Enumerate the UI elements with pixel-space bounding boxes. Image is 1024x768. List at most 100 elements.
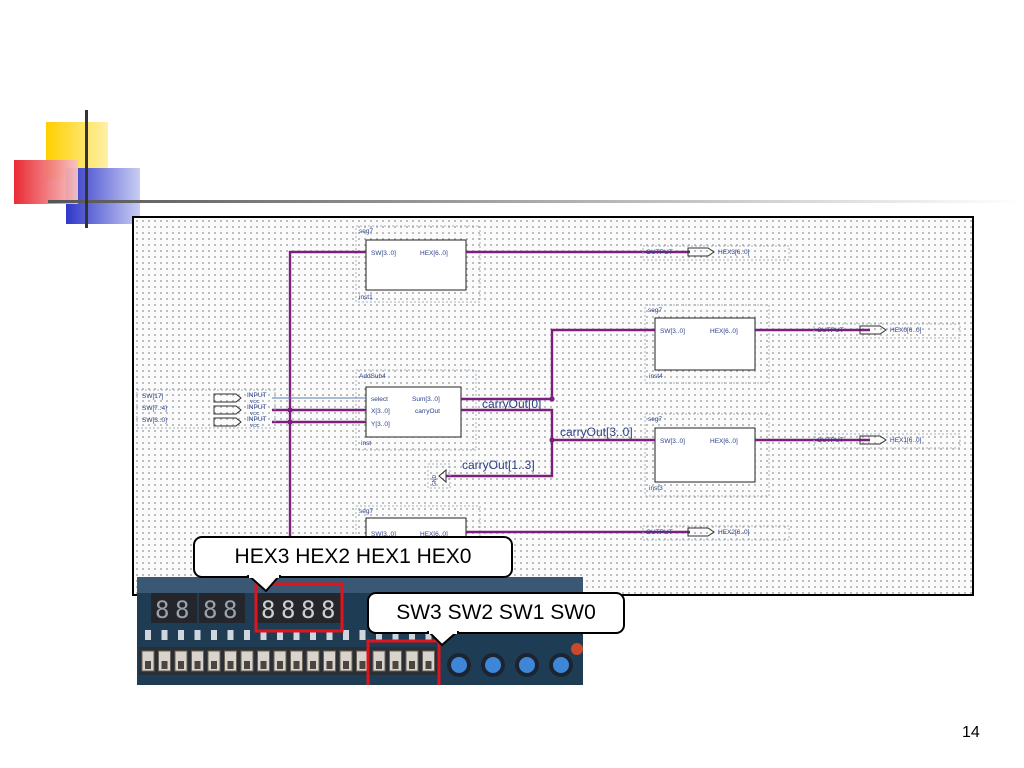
display-digit: 8 [223,596,237,624]
led [260,630,267,640]
input-pin-arrow-2 [213,405,242,415]
block-out-bottom: HEX[6..0] [420,531,448,538]
push-button [519,657,535,673]
input-label-2: SW[7..4] [142,405,167,412]
display-digit: 8 [203,596,217,624]
display-digit: 8 [321,596,335,624]
slide-switch-knob [161,661,168,669]
slide-switch-knob [277,661,283,669]
block-out-top: HEX[6..0] [420,250,448,257]
slide-switch-knob [194,661,201,669]
block-type-adder: AddSub4 [359,373,386,380]
output-label-hex2: HEX2[6..0] [718,529,750,536]
output-pin-arrow-3 [859,435,887,445]
display-housing [257,593,343,623]
slide-switches [141,650,435,672]
output-tag-3: OUTPUT [817,437,844,444]
display-digit: 8 [155,596,169,624]
sw-callout-pointer [426,631,460,647]
led [277,630,283,640]
vertical-rule [85,110,88,228]
slide-switch-knob [211,661,217,669]
block-frame-upper-right [644,304,770,384]
output-label-hex1: HEX1[6..0] [890,437,922,444]
seg7-block-top [365,239,467,291]
output-pin-frame-4 [642,525,790,541]
block-frame-lower-right [644,413,770,497]
board-top-strip [137,577,583,593]
adder-port-x: X[3..0] [371,408,390,415]
display-digit: 8 [301,596,315,624]
slide-switch-knob [310,661,316,669]
wire-carry-gnd [446,440,554,478]
junction-sum [549,396,555,402]
net-label-carryout-0: carryOut[0] [482,397,541,411]
block-frame-top [355,225,481,303]
output-tag-4: OUTPUT [646,529,673,536]
led [145,630,151,640]
junction-y [287,419,293,425]
output-pin-frame-1 [642,245,790,261]
output-label-hex0: HEX0[6..0] [890,327,922,334]
slide-switch-knob [343,661,349,669]
slide-corner-decoration [14,110,1024,228]
slide-switch-knob [392,661,399,669]
block-out-lower-right: HEX[6..0] [710,438,738,445]
led [409,630,415,640]
slide-switch-knob [145,661,151,669]
board-led-red [571,643,583,655]
block-in-bottom: SW[3..0] [371,531,396,538]
output-label-hex3: HEX3[6..0] [718,249,750,256]
display-digit: 8 [261,596,275,624]
block-inst-upper-right: inst4 [649,373,663,380]
input-vcc-1: VCC [250,399,260,404]
red-square [14,160,78,204]
led [194,630,201,640]
input-label-3: SW[3..0] [142,417,167,424]
block-inst-adder: inst [361,440,371,447]
output-pin-arrow-1 [687,247,715,257]
block-type-top: seg7 [359,228,373,235]
led [310,630,316,640]
sw-pointer-mask [429,631,457,634]
input-tag-3: INPUT [247,416,267,423]
input-pin-frame [136,389,276,429]
display-digit: 8 [281,596,295,624]
horizontal-rule [48,200,1024,203]
schematic-frame [132,216,974,596]
gnd-label: GND [432,475,438,487]
page-number: 14 [962,724,980,741]
led-row [145,630,432,640]
net-label-carryout-3-0: carryOut[3..0] [560,425,633,439]
led [293,630,300,640]
display-digit: 8 [175,596,189,624]
display-housing [151,593,197,623]
block-type-bottom: seg7 [359,508,373,515]
push-button [553,657,569,673]
adder-port-select: select [371,396,388,403]
slide-switch-knob [293,661,300,669]
slide-switch-knob [244,661,250,669]
input-tag-1: INPUT [247,392,267,399]
seg7-block-upper-right [654,317,756,371]
push-buttons [447,643,583,677]
sw-callout: SW3 SW2 SW1 SW0 [367,592,625,634]
gnd-frame [427,463,451,489]
slide-switch-knob [425,661,432,669]
led [178,630,184,640]
input-vcc-3: VCC [250,423,260,428]
hex-highlight-box [254,582,344,633]
wire-carry [461,408,655,442]
led [227,630,234,640]
output-pin-frame-2 [813,323,961,339]
wire-top-in [288,250,366,548]
hex-pointer-shape [246,575,282,593]
push-button [451,657,467,673]
output-pin-arrow-4 [687,527,715,537]
push-button [485,657,501,673]
slide-switch-knob [376,661,382,669]
block-out-upper-right: HEX[6..0] [710,328,738,335]
seg7-block-lower-right [654,427,756,483]
